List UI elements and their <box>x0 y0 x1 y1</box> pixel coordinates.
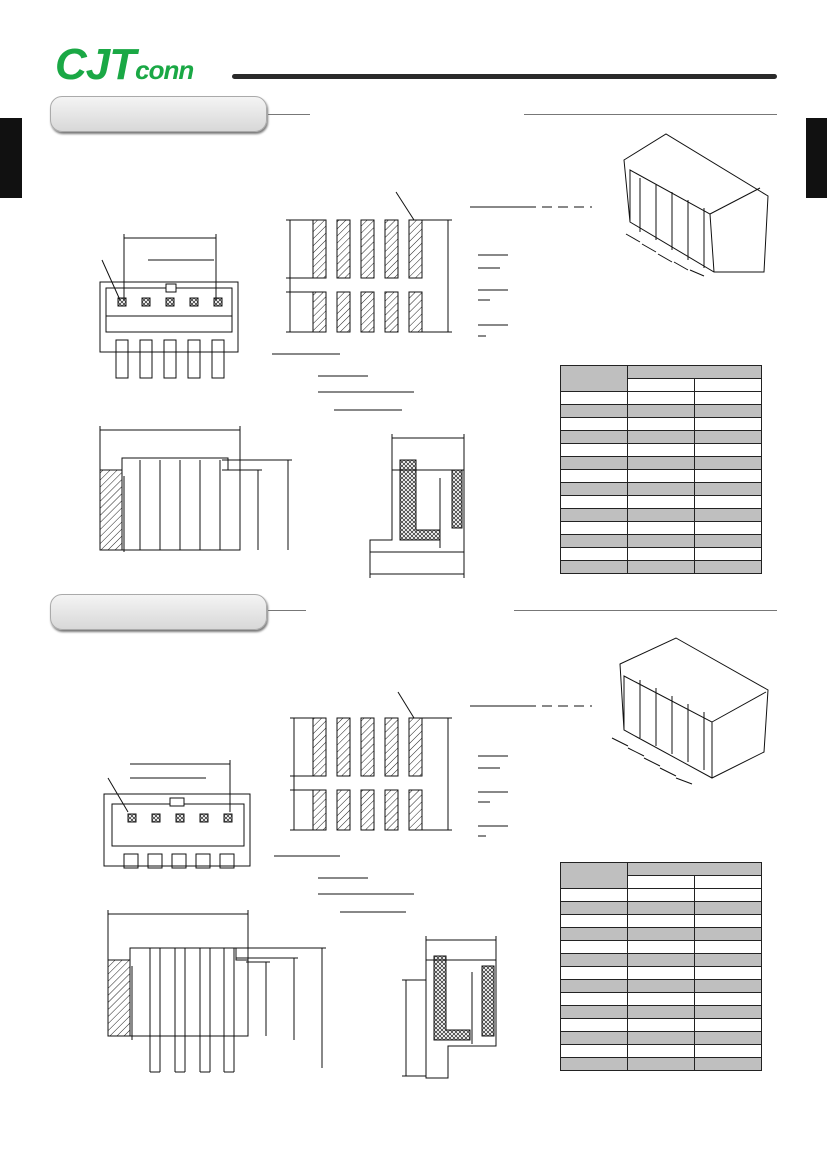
logo-main-text: CJT <box>55 40 136 89</box>
upper-pcb-layout <box>272 191 592 411</box>
table-row <box>560 469 762 483</box>
table-row <box>560 482 762 496</box>
table-row <box>560 508 762 522</box>
table-row <box>560 560 762 574</box>
lower-tab-rule <box>268 610 306 611</box>
table-row <box>560 1005 762 1019</box>
table-row <box>560 901 762 915</box>
lower-drawings <box>103 637 769 1079</box>
table-row <box>560 495 762 509</box>
left-edge-tab <box>0 118 22 198</box>
table-row <box>560 547 762 561</box>
table-row <box>560 979 762 993</box>
upper-right-rule <box>524 114 777 115</box>
table-row <box>560 1018 762 1032</box>
table-row <box>560 1057 762 1071</box>
upper-drawings <box>99 133 769 578</box>
table-row <box>560 521 762 535</box>
lower-iso-view <box>611 637 769 785</box>
brand-logo: CJTconn <box>55 40 194 90</box>
upper-section-view <box>369 434 465 578</box>
upper-tab-rule <box>268 114 310 115</box>
section-tab-upper <box>50 96 267 132</box>
table-row <box>560 966 762 980</box>
upper-side-view <box>99 426 292 552</box>
table-row <box>560 940 762 954</box>
table-row <box>560 914 762 928</box>
lower-section-view <box>402 936 497 1079</box>
section-tab-lower <box>50 594 267 630</box>
table-row <box>560 391 762 405</box>
header-rule <box>232 74 777 79</box>
table-row <box>560 443 762 457</box>
table-header-row <box>560 365 762 392</box>
lower-top-view <box>103 760 251 869</box>
table-row <box>560 1044 762 1058</box>
lower-side-view <box>107 910 326 1073</box>
lower-pcb-layout <box>274 691 592 913</box>
right-edge-tab <box>806 118 827 198</box>
table-row <box>560 953 762 967</box>
upper-top-view <box>99 234 239 379</box>
table-row <box>560 430 762 444</box>
upper-spec-table <box>560 365 762 574</box>
lower-right-rule <box>514 610 777 611</box>
table-row <box>560 456 762 470</box>
table-row <box>560 927 762 941</box>
table-row <box>560 404 762 418</box>
table-row <box>560 888 762 902</box>
logo-sub-text: conn <box>135 55 194 85</box>
table-row <box>560 992 762 1006</box>
table-row <box>560 417 762 431</box>
upper-iso-view <box>623 133 769 277</box>
table-row <box>560 534 762 548</box>
lower-spec-table <box>560 862 762 1071</box>
table-header-row <box>560 862 762 889</box>
table-row <box>560 1031 762 1045</box>
